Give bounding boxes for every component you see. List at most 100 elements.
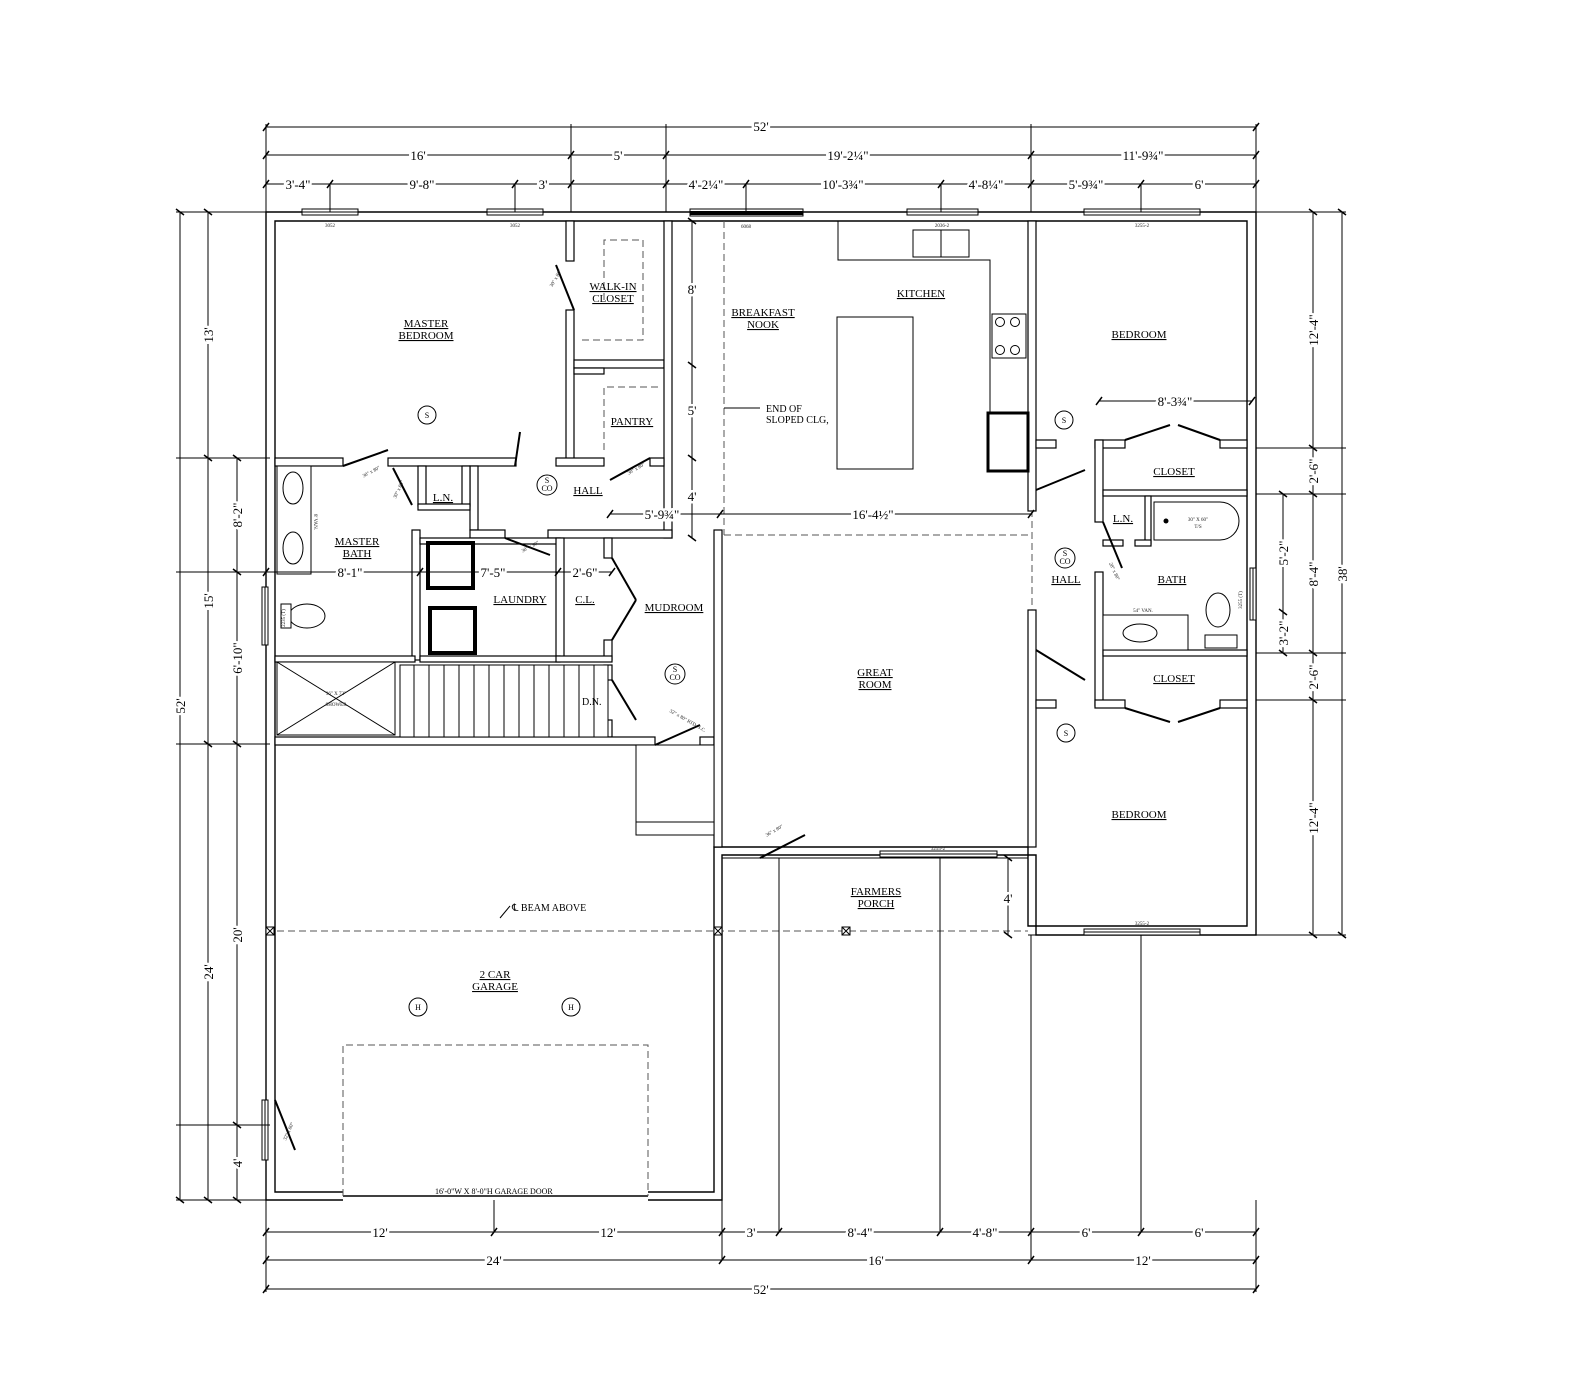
- garage-door-overhead: [342, 1044, 649, 1196]
- kitchen-island: [836, 316, 914, 470]
- interior-wall: [1094, 439, 1104, 523]
- door: [759, 834, 806, 859]
- closet-shelf: [580, 239, 644, 341]
- smoke-co-detector-icon: SCO: [1054, 547, 1076, 569]
- dimension-tick: [1278, 608, 1288, 616]
- smoke-co-detector-icon: SCO: [536, 474, 558, 496]
- door-tag: 28" x 80": [1107, 562, 1120, 581]
- dim-bottom-detail: 4'-8": [973, 1225, 998, 1240]
- note-beam: ℄ BEAM ABOVE: [511, 903, 586, 914]
- svg-text:S: S: [673, 665, 677, 674]
- interior-wall: [387, 457, 517, 467]
- smoke-co-detector-icon: SCO: [664, 663, 686, 685]
- dimension-tick: [416, 567, 424, 577]
- dim-top-overall: 52': [753, 119, 768, 134]
- drain: [1163, 518, 1169, 524]
- room-bedroom-lower: BEDROOM: [1111, 809, 1166, 821]
- svg-text:S: S: [1064, 729, 1068, 738]
- dim-top-detail: 3'-4": [286, 177, 311, 192]
- svg-text:H: H: [415, 1003, 421, 1012]
- dimension-tick: [1003, 854, 1013, 862]
- toilet-icon: [1205, 592, 1231, 628]
- room-pantry: PANTRY: [611, 416, 653, 428]
- door: [611, 679, 637, 721]
- symbols: S S S SCO SCO SCO H H: [408, 405, 1076, 1017]
- door: [274, 1099, 296, 1151]
- leader: [499, 905, 511, 919]
- interior-wall: [274, 457, 344, 467]
- dim-closet-width: 2'-6": [573, 565, 598, 580]
- dimension-tick: [687, 361, 697, 369]
- door: [1035, 649, 1086, 681]
- window-tag: 3052: [325, 224, 336, 229]
- dimension-tick: [687, 534, 697, 542]
- dimension-labels: 52' 16' 5' 19'-2¼" 11'-9¾" 3'-4" 9'-8" 3…: [171, 117, 1353, 1300]
- toilet-icon: [288, 603, 326, 629]
- room-laundry: LAUNDRY: [493, 594, 546, 606]
- dimension-tick: [606, 509, 614, 519]
- dimension-tick: [1003, 931, 1013, 939]
- post-icon: [713, 926, 723, 936]
- door: [1177, 707, 1221, 723]
- dim-nook-5: 5': [688, 403, 697, 418]
- note-bath-vanity: 54" VAN.: [1133, 609, 1153, 614]
- notes: END OF SLOPED CLG, ℄ BEAM ABOVE 16'-0"W …: [312, 404, 1208, 1196]
- vanity: [1102, 614, 1189, 651]
- heater-icon: H: [561, 997, 581, 1017]
- window-tag: 3255-2: [1135, 922, 1150, 927]
- room-master-bath: BATH: [343, 548, 372, 560]
- room-garage: 2 CAR: [480, 969, 512, 981]
- dim-left-mid: 15': [201, 593, 216, 608]
- room-walk-in-closet: WALK-IN: [589, 281, 636, 293]
- interior-wall: [699, 736, 715, 746]
- svg-text:S: S: [425, 411, 429, 420]
- interior-wall: [1219, 439, 1248, 449]
- note-master-vanity: 8' VAN.: [312, 514, 317, 530]
- smoke-detector-icon: S: [1056, 723, 1076, 743]
- door: [555, 264, 575, 311]
- dim-top-detail: 5'-9¾": [1069, 177, 1104, 192]
- interior-wall: [555, 655, 613, 663]
- dim-right-mid: 12'-4": [1306, 314, 1321, 345]
- interior-wall: [469, 529, 506, 539]
- door: [609, 457, 651, 481]
- dimension-tick: [1027, 1255, 1035, 1265]
- toilet-tank: [280, 603, 292, 629]
- note-tub: 30" X 60": [1188, 518, 1208, 523]
- window-tag: 3255-2: [931, 847, 946, 852]
- sink-icon: [282, 531, 304, 565]
- door: [611, 557, 637, 601]
- dim-hall-offset: 5'-9¾": [645, 507, 680, 522]
- room-closet-mudroom: C.L.: [575, 594, 595, 606]
- door: [654, 724, 701, 746]
- interior-wall: [663, 220, 673, 539]
- dim-left-detail: 20': [230, 927, 245, 942]
- room-linen-left: L.N.: [433, 492, 453, 504]
- room-great-room: GREAT: [857, 667, 893, 679]
- dim-bottom-detail: 6': [1195, 1225, 1204, 1240]
- dim-right-inner: 5'-2": [1276, 541, 1291, 566]
- interior-wall: [565, 220, 575, 262]
- dim-right-overall: 38': [1335, 566, 1350, 581]
- room-closet-lower: CLOSET: [1153, 673, 1195, 685]
- dim-top-mid: 11'-9¾": [1123, 148, 1164, 163]
- dim-top-mid: 5': [614, 148, 623, 163]
- interior-wall: [555, 537, 565, 661]
- door: [514, 431, 521, 467]
- dim-right-mid: 8'-4": [1306, 562, 1321, 587]
- post-icon: [841, 926, 851, 936]
- dim-right-inner: 3'-2": [1276, 621, 1291, 646]
- dim-bottom-overall: 52': [753, 1282, 768, 1297]
- room-hall-right: HALL: [1051, 574, 1081, 586]
- room-walk-in-closet: CLOSET: [592, 293, 634, 305]
- burner: [995, 345, 1005, 355]
- svg-text:S: S: [545, 476, 549, 485]
- room-master-bath: MASTER: [335, 536, 380, 548]
- dim-left-overall: 52': [173, 698, 188, 713]
- sink-icon: [282, 471, 304, 505]
- interior-wall: [1102, 489, 1248, 497]
- room-breakfast-nook: BREAKFAST: [731, 307, 795, 319]
- svg-text:CO: CO: [1059, 557, 1070, 566]
- note-tub: T/S: [1194, 525, 1201, 530]
- room-mudroom: MUDROOM: [645, 602, 704, 614]
